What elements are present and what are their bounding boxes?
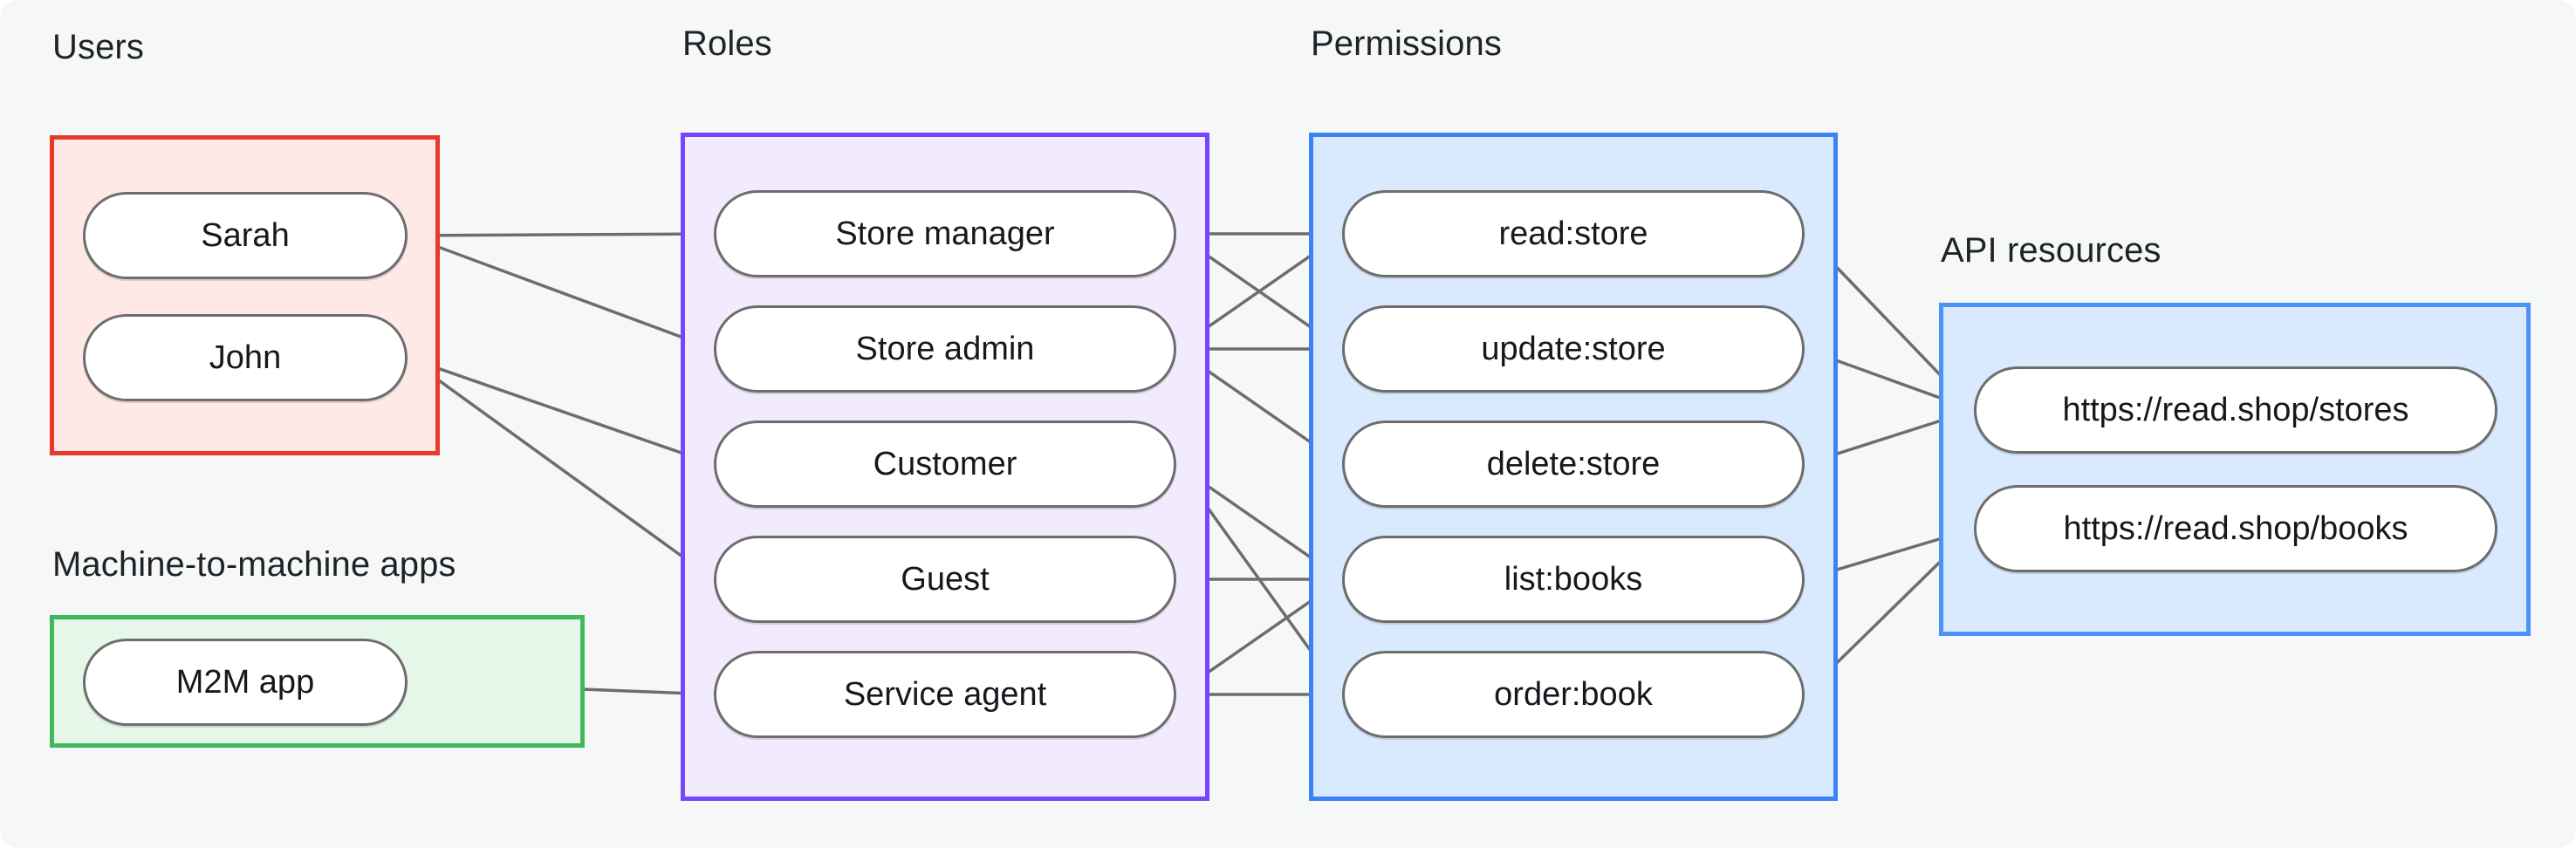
group-label-roles: Roles bbox=[682, 24, 772, 63]
edge-sarah-to-store_admin bbox=[407, 234, 715, 351]
group-label-users: Users bbox=[52, 28, 144, 66]
node-list_books[interactable]: list:books bbox=[1342, 536, 1805, 623]
node-delete_store[interactable]: delete:store bbox=[1342, 421, 1805, 508]
node-store_admin[interactable]: Store admin bbox=[714, 305, 1176, 393]
node-guest[interactable]: Guest bbox=[714, 536, 1176, 623]
node-read_store[interactable]: read:store bbox=[1342, 190, 1805, 277]
node-order_book[interactable]: order:book bbox=[1342, 651, 1805, 738]
node-api_stores[interactable]: https://read.shop/stores bbox=[1974, 366, 2497, 454]
group-label-api_resources: API resources bbox=[1941, 231, 2162, 270]
node-sarah[interactable]: Sarah bbox=[83, 192, 408, 279]
node-update_store[interactable]: update:store bbox=[1342, 305, 1805, 393]
node-service_agent[interactable]: Service agent bbox=[714, 651, 1176, 738]
node-store_manager[interactable]: Store manager bbox=[714, 190, 1176, 277]
group-box-users bbox=[50, 135, 440, 455]
node-customer[interactable]: Customer bbox=[714, 421, 1176, 508]
edge-sarah-to-store_manager bbox=[407, 232, 715, 237]
node-m2mapp[interactable]: M2M app bbox=[83, 639, 408, 726]
group-label-m2m: Machine-to-machine apps bbox=[52, 545, 456, 584]
edge-john-to-customer bbox=[407, 356, 715, 466]
group-label-permissions: Permissions bbox=[1311, 24, 1502, 63]
node-john[interactable]: John bbox=[83, 314, 408, 401]
group-box-api_resources bbox=[1939, 303, 2531, 636]
node-api_books[interactable]: https://read.shop/books bbox=[1974, 485, 2497, 572]
